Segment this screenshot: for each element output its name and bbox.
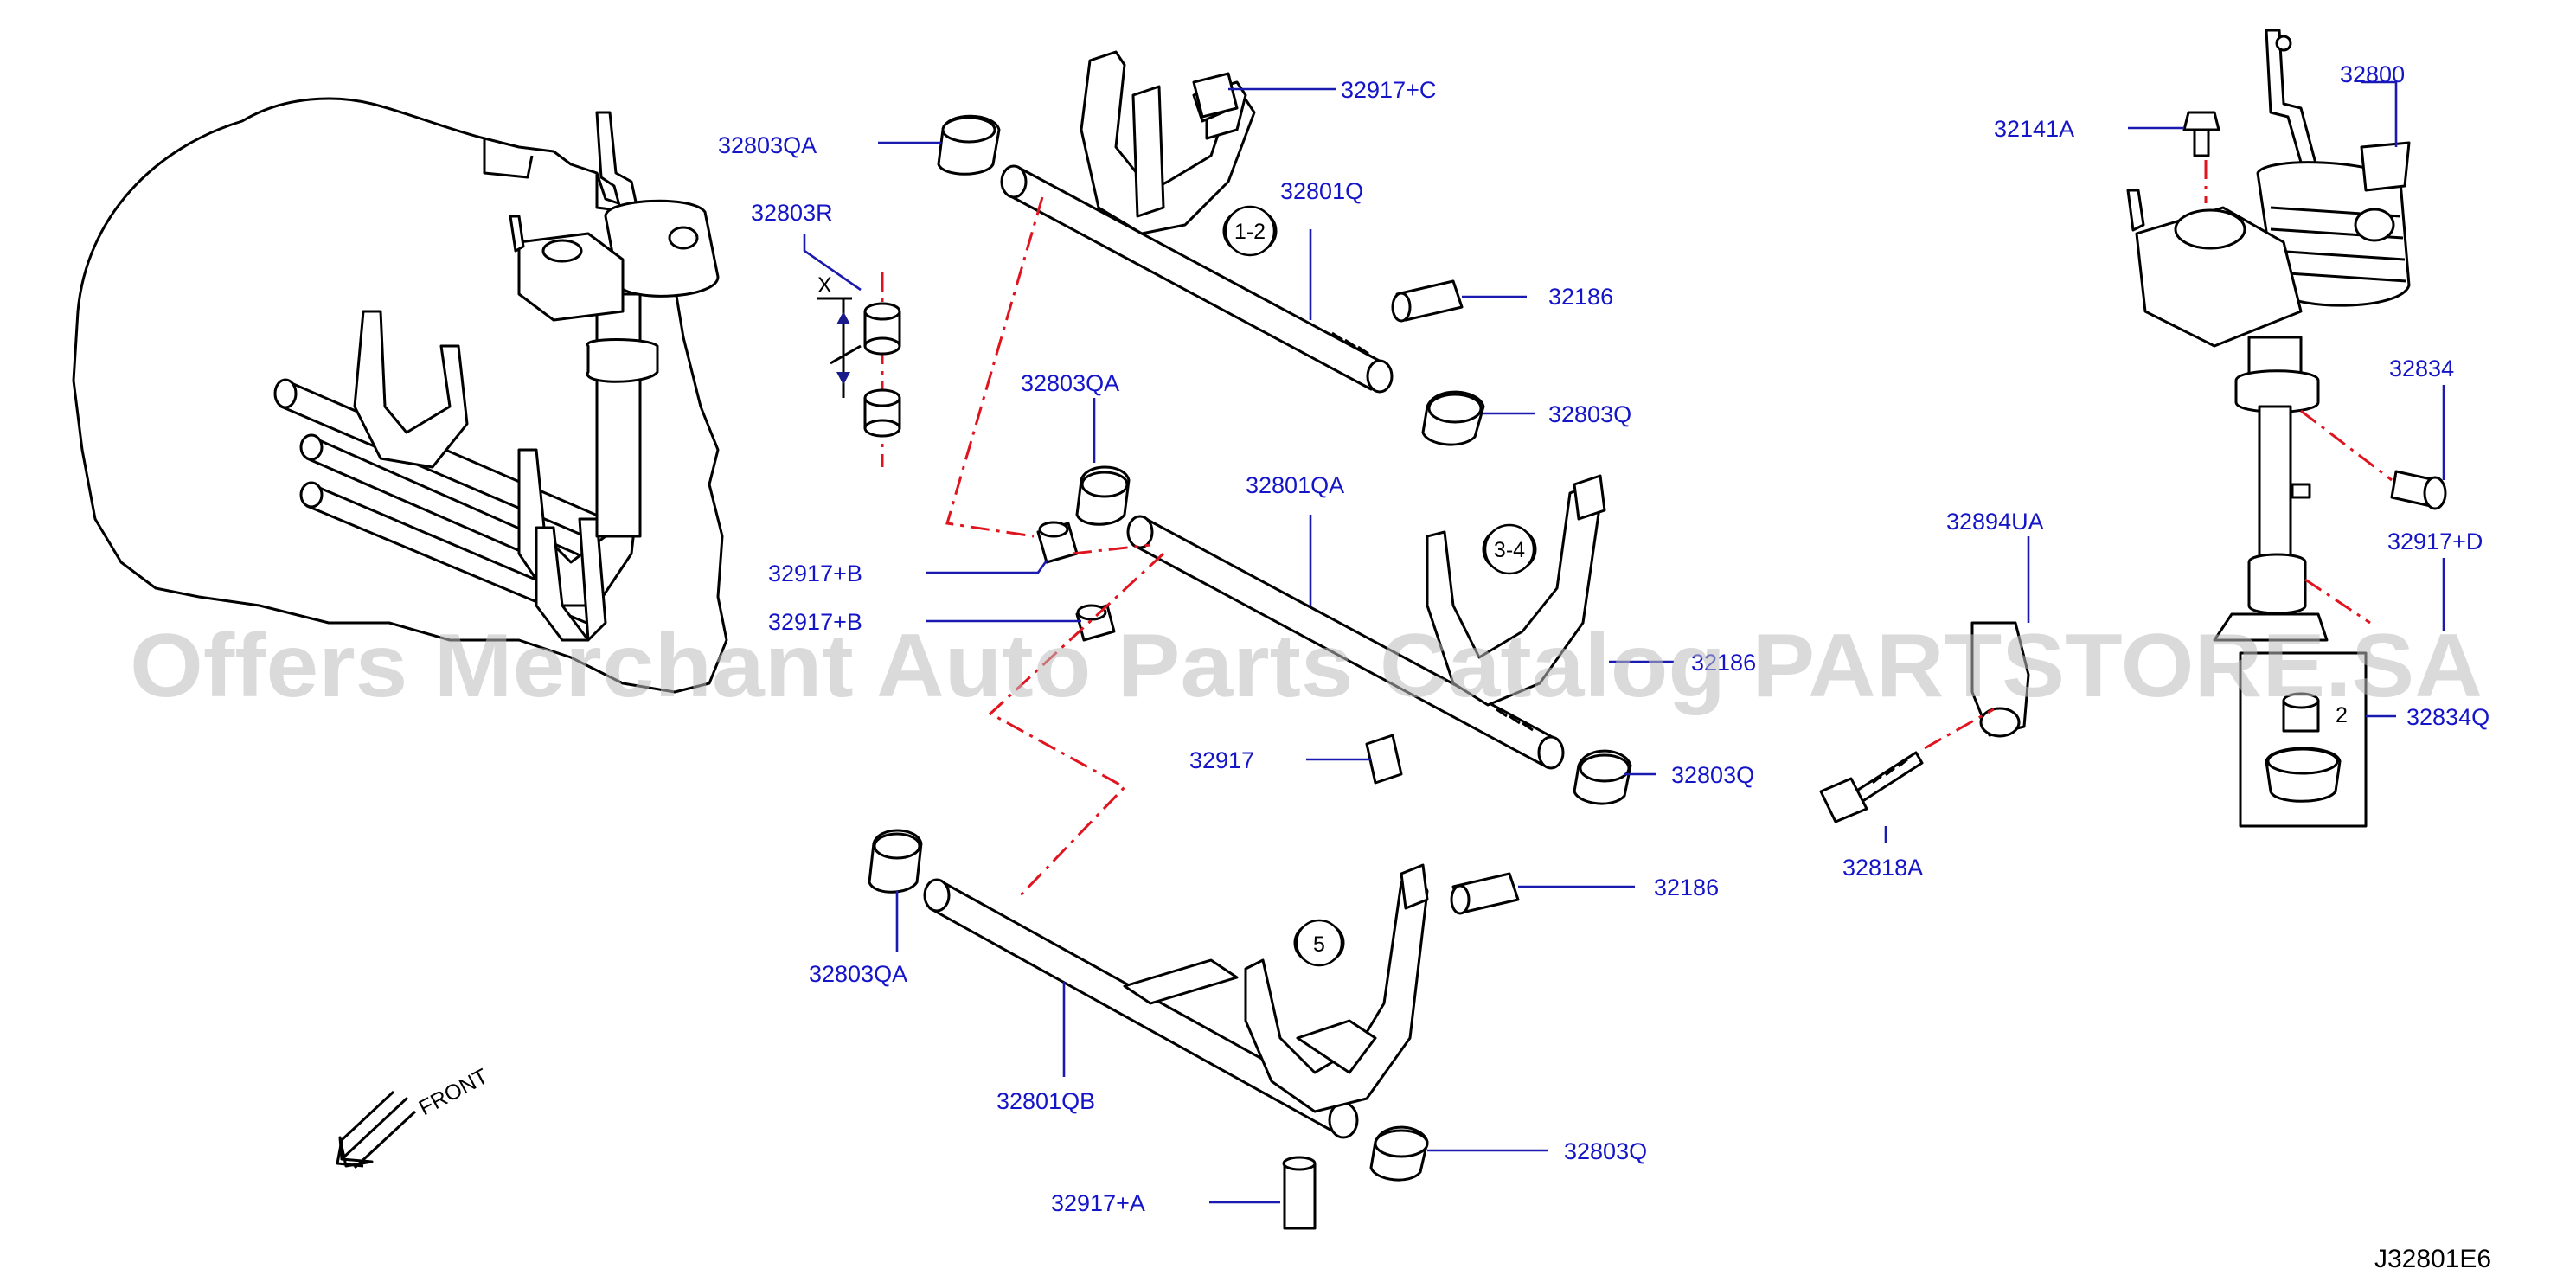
label-32917A: 32917+A <box>1051 1190 1145 1216</box>
gear-mark-3-4: 3-4 <box>1494 538 1525 562</box>
label-32186-top: 32186 <box>1548 284 1613 310</box>
label-32803R: 32803R <box>751 200 833 226</box>
front-arrow-icon <box>338 1097 408 1168</box>
loose-parts <box>868 72 2447 1230</box>
label-32186-mid: 32186 <box>1691 650 1756 676</box>
front-direction-indicator: FRONT <box>336 1064 492 1169</box>
part-labels: 32803QA 32803R 32917+C 32801Q 32186 3280… <box>718 61 2489 1216</box>
label-32803QA-mid: 32803QA <box>1021 370 1119 396</box>
label-32917B-1: 32917+B <box>768 561 862 586</box>
transmission-housing-assembly <box>72 97 728 694</box>
label-32803QA-low: 32803QA <box>809 961 907 987</box>
diagram-code: J32801E6 <box>2374 1245 2491 1273</box>
watermark: Offers Merchant Auto Parts Catalog PARTS… <box>130 616 2483 716</box>
shift-rod-3-4 <box>1126 474 1606 770</box>
label-32894UA: 32894UA <box>1946 509 2044 535</box>
label-32917: 32917 <box>1189 747 1254 773</box>
gear-marks: 1-2 3-4 5 2 X <box>817 205 2348 967</box>
label-32801QB: 32801QB <box>996 1088 1095 1114</box>
label-32917D: 32917+D <box>2387 529 2483 554</box>
assembly-lines <box>945 160 2393 901</box>
label-32803QA-top: 32803QA <box>718 132 817 158</box>
label-32803Q-mid: 32803Q <box>1671 762 1754 788</box>
label-32834Q: 32834Q <box>2406 704 2489 730</box>
front-label: FRONT <box>415 1064 492 1120</box>
label-32834: 32834 <box>2389 356 2454 381</box>
label-32186-low: 32186 <box>1654 875 1719 900</box>
dimension-mark: X <box>817 273 832 298</box>
quantity-mark: 2 <box>2336 703 2348 727</box>
label-32818A: 32818A <box>1842 855 1923 881</box>
label-32803Q-low: 32803Q <box>1564 1138 1647 1164</box>
interlock-detail <box>817 272 901 467</box>
label-32917C: 32917+C <box>1341 77 1436 103</box>
leader-lines <box>803 80 2445 1204</box>
gear-mark-5: 5 <box>1313 932 1325 957</box>
label-32803Q-top: 32803Q <box>1548 401 1631 427</box>
label-32141A: 32141A <box>1994 116 2074 142</box>
shift-rod-1-2 <box>1000 50 1394 394</box>
gear-mark-1-2: 1-2 <box>1234 220 1266 244</box>
label-32917B-2: 32917+B <box>768 609 862 635</box>
label-32801Q: 32801Q <box>1280 178 1363 204</box>
label-32800: 32800 <box>2340 61 2405 87</box>
label-32801QA: 32801QA <box>1246 472 1344 498</box>
shift-control-housing <box>2126 29 2411 642</box>
